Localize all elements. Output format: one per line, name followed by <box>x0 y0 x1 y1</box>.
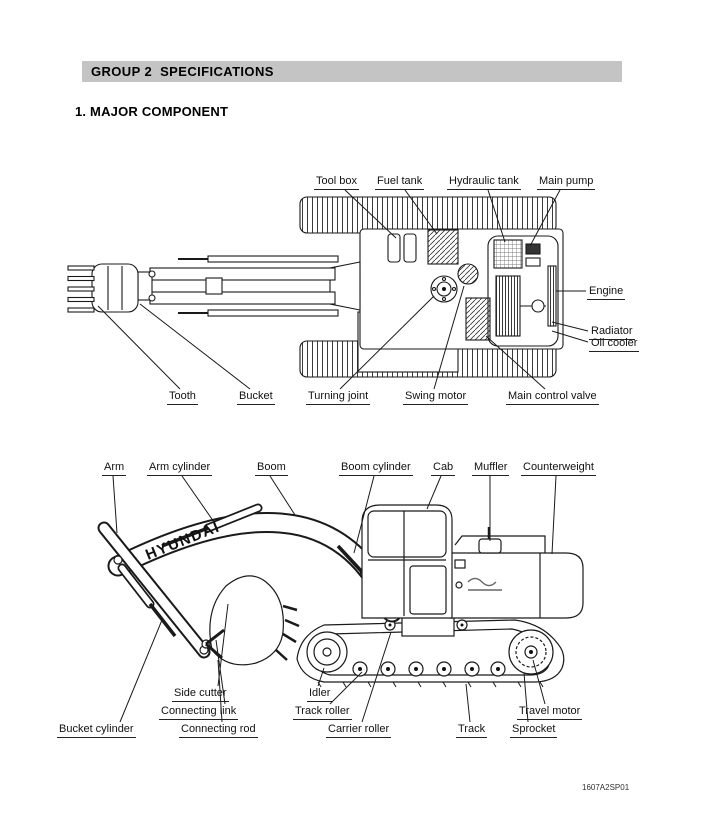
label-hydraulic-tank: Hydraulic tank <box>447 175 521 190</box>
label-swing-motor: Swing motor <box>403 390 469 405</box>
leader-connecting-link <box>215 639 226 705</box>
leader-main-pump <box>529 189 561 247</box>
label-sprocket: Sprocket <box>510 723 558 738</box>
boom-arm-pivot <box>113 555 123 565</box>
connecting-link-part <box>205 628 225 646</box>
leader-bucket <box>139 303 251 390</box>
label-idler: Idler <box>307 687 333 702</box>
leader-boom-cylinder <box>353 475 375 554</box>
label-counterweight: Counterweight <box>521 461 596 476</box>
cab-door <box>409 565 447 615</box>
radiator-part <box>547 265 557 327</box>
grouser-marks <box>317 681 544 688</box>
bucket-teeth-part <box>67 265 95 313</box>
section-heading: 1. MAJOR COMPONENT <box>75 104 229 119</box>
muffler-part <box>478 538 502 554</box>
leader-hydraulic-tank <box>487 189 506 243</box>
cylinder-bottom-part <box>207 309 339 317</box>
leader-turning-joint <box>339 295 435 390</box>
label-muffler: Muffler <box>472 461 510 476</box>
label-cab: Cab <box>431 461 456 476</box>
leader-arm-cylinder <box>181 475 215 523</box>
leader-main-control-valve <box>485 335 546 390</box>
track-upper-part <box>299 196 557 234</box>
leader-cab <box>426 475 442 510</box>
label-travel-motor: Travel motor <box>517 705 583 720</box>
label-main-control-valve: Main control valve <box>506 390 599 405</box>
leader-sprocket <box>523 672 529 723</box>
house-body-part <box>449 552 584 619</box>
label-tool-box: Tool box <box>314 175 359 190</box>
leader-oil-cooler <box>551 330 589 343</box>
bucket-top-part <box>91 263 139 313</box>
engine-fan-part <box>531 299 545 313</box>
leader-connecting-rod <box>217 659 223 723</box>
cab-part <box>361 504 453 619</box>
cylinder-top-part <box>207 255 339 263</box>
leader-bucket-cylinder <box>119 619 163 723</box>
engine-part <box>495 275 521 337</box>
handrail-part <box>454 535 546 553</box>
label-connecting-link: Connecting link <box>159 705 239 720</box>
label-connecting-rod: Connecting rod <box>179 723 258 738</box>
leader-radiator <box>551 321 589 332</box>
bucket-teeth-side <box>275 604 300 661</box>
leader-arm <box>112 475 118 534</box>
hydraulic-tank-part <box>493 239 523 269</box>
fuel-tank-part <box>427 229 459 265</box>
label-turning-joint: Turning joint <box>306 390 371 405</box>
idler-part <box>306 631 348 673</box>
label-track: Track <box>456 723 488 738</box>
label-arm-cylinder: Arm cylinder <box>147 461 213 476</box>
boom-beam-part <box>149 267 336 281</box>
leader-boom <box>269 475 296 516</box>
label-bucket-cylinder: Bucket cylinder <box>57 723 136 738</box>
boom-beam-part-2 <box>149 291 336 305</box>
leader-lines <box>97 189 589 723</box>
label-radiator: Radiator <box>589 325 635 340</box>
main-pump-part-2 <box>525 257 541 267</box>
label-oil-cooler: Oil cooler <box>589 337 640 352</box>
label-engine: Engine <box>587 285 626 300</box>
label-boom-cylinder: Boom cylinder <box>339 461 413 476</box>
leader-idler <box>317 667 325 687</box>
label-arm: Arm <box>102 461 127 476</box>
leader-counterweight <box>551 475 557 555</box>
leader-tooth <box>97 305 181 390</box>
label-bucket: Bucket <box>237 390 275 405</box>
tool-box-part <box>387 233 401 263</box>
main-control-valve-part <box>465 297 491 341</box>
leader-carrier-roller <box>361 631 392 723</box>
leader-side-cutter <box>217 603 229 687</box>
excavator-side-view-drawing: HYUNDAI <box>97 503 584 688</box>
main-pump-part <box>525 243 541 255</box>
leader-travel-motor <box>532 659 546 705</box>
leader-track-roller <box>329 671 363 705</box>
swing-pedestal-part <box>401 615 455 637</box>
label-track-roller: Track roller <box>293 705 352 720</box>
cab-front-window <box>367 510 447 558</box>
label-boom: Boom <box>255 461 288 476</box>
swing-motor-part <box>457 263 479 285</box>
leader-swing-motor <box>433 285 465 390</box>
connecting-rod-part <box>205 642 223 660</box>
label-main-pump: Main pump <box>537 175 596 190</box>
leader-fuel-tank <box>404 189 438 235</box>
robex-logo-marking <box>467 577 497 587</box>
bucket-part <box>209 575 284 666</box>
label-side-cutter: Side cutter <box>172 687 229 702</box>
label-carrier-roller: Carrier roller <box>326 723 392 738</box>
leader-track <box>465 683 471 723</box>
travel-motor-part <box>524 645 538 659</box>
leader-tool-box <box>344 189 397 239</box>
label-tooth: Tooth <box>167 390 198 405</box>
tool-box-part-2 <box>403 233 417 263</box>
document-code: 1607A2SP01 <box>582 783 630 792</box>
group-header-bar: GROUP 2 SPECIFICATIONS <box>82 61 622 82</box>
track-roller-parts <box>352 661 506 677</box>
excavator-top-view-drawing <box>67 196 564 378</box>
label-fuel-tank: Fuel tank <box>375 175 425 190</box>
beam-cross-part <box>205 277 223 295</box>
